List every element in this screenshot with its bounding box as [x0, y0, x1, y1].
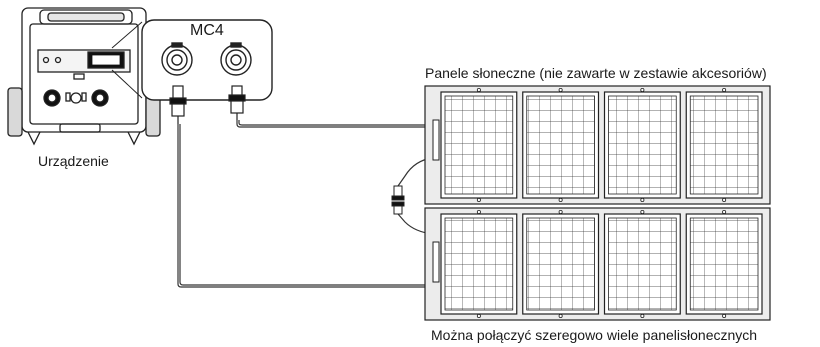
grommet: [640, 313, 645, 318]
solar-cells: [444, 95, 514, 195]
cables: [177, 120, 434, 288]
grommet: [476, 197, 481, 202]
mc4-port-negative: [161, 42, 193, 76]
grommet: [640, 88, 645, 93]
grommet: [476, 209, 481, 214]
mc4-port-positive: [220, 42, 252, 76]
series-connection-note: Można połączyć szeregowo wiele panelisło…: [431, 327, 758, 343]
mc4-label: MC4: [190, 22, 224, 39]
grommet: [722, 313, 727, 318]
grommet: [722, 209, 727, 214]
grommet: [476, 313, 481, 318]
solar-panel-bottom: [424, 207, 771, 321]
solar-panels-label: Panele słoneczne (nie zawarte w zestawie…: [425, 65, 767, 81]
grommet: [558, 313, 563, 318]
mc4-plug-negative: [169, 85, 187, 124]
mc4-port-callout: [141, 19, 273, 101]
junction-box: [432, 241, 440, 283]
device-label: Urządzenie: [38, 153, 109, 169]
grommet: [476, 88, 481, 93]
mc4-plug-positive: [228, 85, 246, 120]
solar-cells: [526, 95, 595, 195]
grommet: [640, 197, 645, 202]
solar-cells: [526, 217, 595, 311]
grommet: [558, 197, 563, 202]
solar-cells: [689, 217, 759, 311]
callout-lines: [111, 21, 143, 99]
grommet: [558, 209, 563, 214]
grommet: [722, 88, 727, 93]
solar-cells: [689, 95, 759, 195]
solar-cells: [608, 217, 677, 311]
grommet: [722, 197, 727, 202]
series-connectors: [391, 185, 405, 215]
grommet: [640, 209, 645, 214]
solar-cells: [608, 95, 677, 195]
solar-panel-top: [424, 85, 771, 205]
grommet: [558, 88, 563, 93]
solar-cells: [444, 217, 514, 311]
power-station-illustration: [7, 7, 161, 146]
junction-box: [432, 119, 440, 161]
